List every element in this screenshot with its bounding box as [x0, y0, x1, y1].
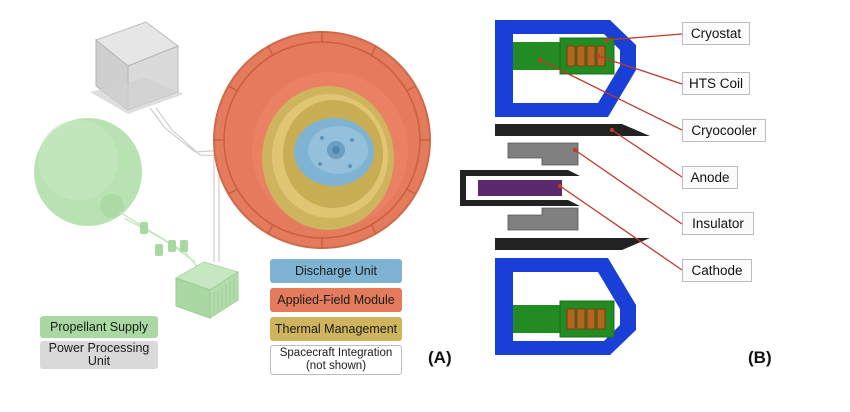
cryostat-bottom [495, 258, 636, 355]
propellant-supply-box [174, 261, 240, 319]
legend-thermal-management-label: Thermal Management [274, 321, 398, 336]
leader-dots [537, 37, 615, 189]
legend-discharge-unit-label: Discharge Unit [295, 263, 377, 278]
callout-anode: Anode [682, 166, 738, 189]
legend-power-processing-line2: Unit [87, 354, 111, 368]
power-processing-box [90, 21, 184, 114]
anode [495, 124, 650, 250]
legend-discharge-unit: Discharge Unit [270, 259, 402, 283]
propellant-tank [34, 118, 142, 226]
callout-insulator-label: Insulator [692, 216, 744, 231]
panel-b-cross-section [460, 20, 683, 355]
leader-lines [539, 33, 683, 271]
propellant-feed-lines [119, 211, 201, 271]
legend-power-processing-line1: Power Processing [48, 341, 150, 355]
legend-power-processing-unit: Power Processing Unit [40, 341, 158, 369]
legend-applied-field-module-label: Applied-Field Module [277, 292, 395, 307]
cryostat-top [495, 20, 636, 117]
legend-applied-field-module: Applied-Field Module [270, 288, 402, 312]
callout-cathode: Cathode [682, 259, 752, 282]
legend-propellant-supply-label: Propellant Supply [50, 319, 148, 334]
legend-spacecraft-integration-line2: (not shown) [305, 360, 367, 372]
callout-cryocooler: Cryocooler [682, 119, 766, 142]
callout-anode-label: Anode [690, 170, 730, 185]
callout-cryocooler-label: Cryocooler [691, 123, 757, 138]
legend-spacecraft-integration: Spacecraft Integration (not shown) [270, 345, 402, 375]
legend-thermal-management: Thermal Management [270, 317, 402, 341]
valves [140, 222, 188, 256]
callout-insulator: Insulator [682, 212, 754, 235]
panel-b-label: (B) [748, 348, 772, 367]
callout-cryostat-label: Cryostat [690, 26, 742, 41]
cathode-assembly [460, 170, 580, 206]
callout-cathode-label: Cathode [691, 263, 743, 278]
discharge-unit [294, 118, 374, 186]
callout-hts-coil-label: HTS Coil [688, 76, 743, 91]
insulator [507, 142, 579, 231]
legend-spacecraft-integration-line1: Spacecraft Integration [279, 347, 393, 359]
callout-hts-coil: HTS Coil [682, 72, 750, 95]
legend-propellant-supply: Propellant Supply [40, 316, 158, 338]
callout-cryostat: Cryostat [682, 22, 750, 45]
panel-a-label: (A) [428, 348, 452, 367]
panel-a-illustration [34, 21, 431, 319]
